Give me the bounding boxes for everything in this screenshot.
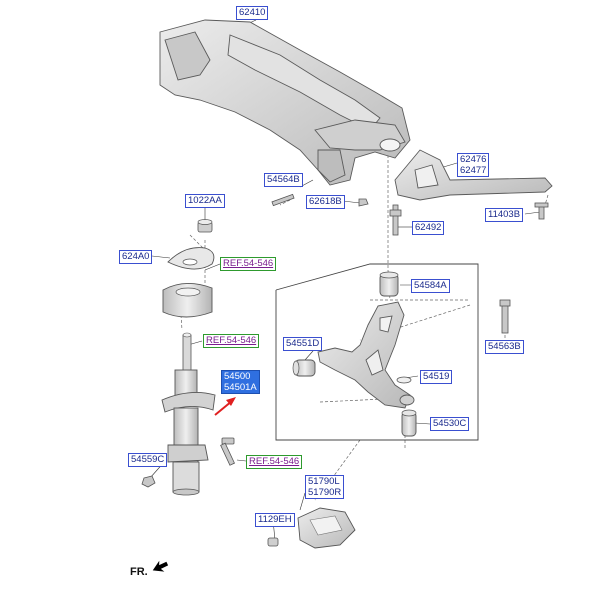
label-54584a[interactable]: 54584A [411, 279, 450, 293]
crossmember-part [159, 19, 411, 186]
bolt-54563b-part [499, 299, 511, 334]
label-54500-54501a[interactable]: 54500 54501A [221, 370, 260, 394]
label-11403b[interactable]: 11403B [485, 208, 524, 222]
label-62618b[interactable]: 62618B [306, 195, 345, 209]
ref-link-1[interactable]: REF.54-546 [220, 257, 277, 271]
strut-assembly-part [161, 332, 216, 496]
front-direction-label: FR. [130, 566, 148, 578]
bushing-54530c-part [401, 409, 417, 437]
label-54563b[interactable]: 54563B [485, 340, 524, 354]
label-54500: 54500 [224, 371, 251, 382]
bushing-54551d-part [292, 359, 316, 377]
lower-arm-part [317, 301, 415, 409]
label-51790l-51790r[interactable]: 51790L 51790R [305, 475, 345, 499]
label-54564b[interactable]: 54564B [264, 173, 303, 187]
label-62476-62477[interactable]: 62476 62477 [457, 153, 490, 177]
knuckle-part [267, 507, 356, 549]
label-54559c[interactable]: 54559C [128, 453, 168, 467]
ref-link-2[interactable]: REF.54-546 [203, 334, 260, 348]
label-54501a: 54501A [224, 382, 257, 393]
label-624a0[interactable]: 624A0 [119, 250, 153, 264]
ref-link-3[interactable]: REF.54-546 [246, 455, 303, 469]
bushing-54584a-part [379, 271, 399, 297]
label-62476: 62476 [460, 154, 487, 165]
label-51790r: 51790R [308, 487, 342, 498]
stabilizer-bracket-part [394, 149, 553, 201]
label-1022aa[interactable]: 1022AA [185, 194, 225, 208]
strut-mount-parts [162, 219, 215, 318]
leader-lines [179, 155, 549, 501]
label-62492[interactable]: 62492 [412, 221, 445, 235]
strut-bolts [141, 437, 235, 488]
clip-54519-part [396, 376, 412, 384]
label-62477: 62477 [460, 165, 487, 176]
upper-bolts [271, 193, 549, 236]
label-54530c[interactable]: 54530C [430, 417, 470, 431]
label-54519[interactable]: 54519 [420, 370, 453, 384]
lower-arm-frame [275, 263, 479, 441]
label-62410[interactable]: 62410 [236, 6, 269, 20]
front-arrow-icon [152, 560, 169, 572]
label-51790l: 51790L [308, 476, 340, 487]
label-54551d[interactable]: 54551D [283, 337, 323, 351]
label-1129eh[interactable]: 1129EH [255, 513, 295, 527]
indicator-arrow [214, 397, 236, 416]
